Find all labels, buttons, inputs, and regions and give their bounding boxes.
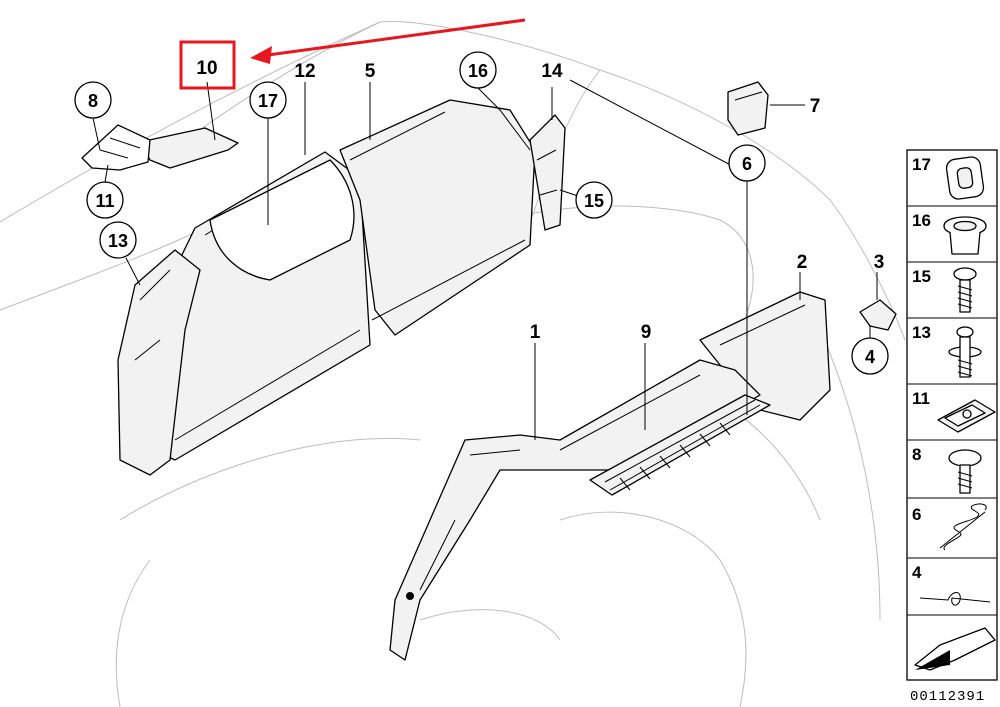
callout-8-circle: 8 [74, 81, 112, 119]
diagram-code: 00112391 [910, 689, 985, 705]
arrow-symbol-icon [914, 627, 996, 671]
parts-legend: 17 16 15 13 11 8 6 4 [906, 149, 998, 681]
svg-text:8: 8 [88, 91, 98, 111]
legend-label-17: 17 [912, 155, 931, 174]
legend-label-13: 13 [912, 323, 931, 342]
callout-14: 14 [541, 61, 563, 82]
svg-text:13: 13 [108, 231, 128, 251]
svg-text:4: 4 [865, 347, 875, 367]
highlight-annotation [179, 18, 526, 90]
highlight-arrow-icon [267, 18, 526, 57]
callout-circles: 8 17 16 11 13 15 6 4 [74, 51, 889, 375]
callout-12: 12 [294, 61, 315, 82]
clip-nut-11-icon [937, 399, 996, 433]
svg-text:15: 15 [584, 191, 604, 211]
legend-label-6: 6 [912, 505, 921, 524]
screw-15-icon [953, 267, 977, 313]
callout-15-circle: 15 [575, 181, 613, 219]
legend-label-8: 8 [912, 445, 921, 464]
part-1-side-trim [389, 359, 761, 661]
screw-13-icon [948, 326, 982, 378]
part-7-clip [727, 81, 769, 136]
highlight-box [179, 40, 236, 90]
callout-1: 1 [530, 322, 541, 343]
legend-label-15: 15 [912, 267, 931, 286]
callout-4-circle: 4 [851, 337, 889, 375]
part-8-bracket [81, 124, 151, 171]
grommet-16-icon [943, 216, 987, 255]
part-5-rear-panel [339, 99, 536, 336]
legend-label-16: 16 [912, 211, 931, 230]
legend-label-4: 4 [912, 563, 922, 582]
callout-10: 10 [196, 58, 217, 79]
svg-text:11: 11 [95, 191, 114, 211]
part-13-pillar [117, 249, 201, 476]
part-10-trim [139, 127, 239, 169]
svg-text:16: 16 [468, 61, 488, 81]
callout-9: 9 [641, 322, 652, 343]
callout-labels: 10 12 5 14 7 2 3 1 9 [196, 58, 884, 343]
part-14-bracket [529, 114, 566, 231]
svg-text:6: 6 [742, 154, 752, 174]
callout-7: 7 [810, 96, 821, 117]
screw-8-icon [948, 449, 982, 494]
callout-16-circle: 16 [459, 51, 497, 89]
spring-6-icon [939, 503, 987, 551]
grommet-17-icon [945, 156, 985, 200]
legend-label-11: 11 [912, 389, 930, 408]
callout-17-circle: 17 [249, 81, 287, 119]
svg-text:17: 17 [258, 91, 278, 111]
callout-13-circle: 13 [99, 221, 137, 259]
callout-6-circle: 6 [728, 144, 766, 182]
part-17-padding [209, 159, 355, 281]
callout-2: 2 [797, 252, 808, 273]
part-9-sill-strip [589, 394, 771, 496]
callout-5: 5 [365, 61, 376, 82]
callout-3: 3 [874, 252, 885, 273]
spring-4-icon [919, 592, 991, 606]
callout-11-circle: 11 [86, 181, 124, 219]
leader-lines [92, 79, 878, 440]
part-3-clip [859, 299, 897, 331]
